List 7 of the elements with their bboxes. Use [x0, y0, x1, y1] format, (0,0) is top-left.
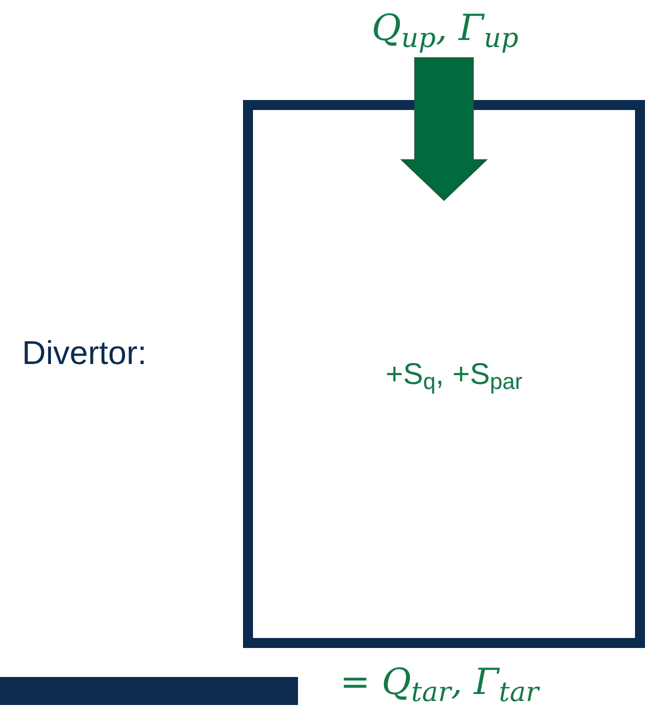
divertor-box — [243, 100, 645, 648]
target-plate-bar — [0, 677, 298, 705]
divertor-label: Divertor: — [22, 333, 147, 373]
upstream-flux-text: Q$_{up}$, Γ$_{up}$ — [360, 6, 530, 52]
source-terms-text: +S$_{q}$, +S$_{par}$ — [386, 356, 522, 396]
block-arrow — [400, 57, 488, 202]
target-flux-text: = Q$_{tar}$, Γ$_{tar}$ — [340, 661, 539, 706]
